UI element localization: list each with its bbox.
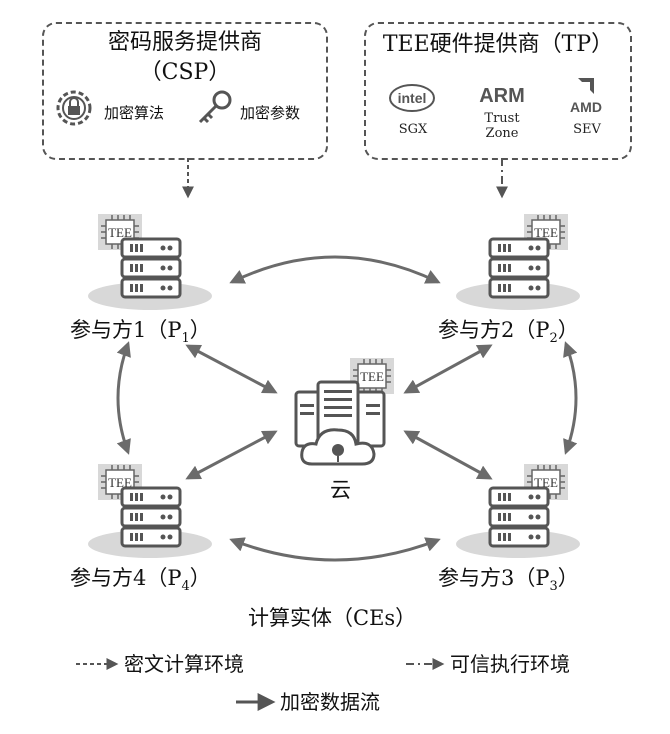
cloud-server-icon: [294, 357, 395, 466]
chip-label: TEE: [534, 475, 558, 490]
intel-logo: intel: [389, 84, 435, 112]
key-icon: [198, 90, 232, 124]
amd-logo-text: AMD: [570, 99, 602, 115]
participant-1-server: [88, 213, 212, 310]
lock-gear-icon: [56, 90, 92, 126]
vendor-name-sev: SEV: [573, 122, 601, 137]
vendor-name-sgx: SGX: [398, 122, 428, 137]
csp-item-label: 加密参数: [240, 104, 301, 122]
tp-box: [364, 22, 632, 160]
participant-3-label: 参与方3（P3）: [438, 566, 579, 595]
ce-title: 计算实体（CEs）: [248, 606, 417, 630]
data-flow-arrows: [116, 255, 578, 562]
chip-label: TEE: [108, 225, 132, 240]
csp-item-label: 加密算法: [104, 104, 165, 122]
participant-2-server: [456, 213, 580, 310]
csp-title: 密码服务提供商: [107, 30, 262, 55]
legend-cipher-env-label: 密文计算环境: [124, 652, 244, 676]
participant-2-label: 参与方2（P2）: [438, 318, 579, 347]
participant-3-server: [456, 463, 580, 558]
tp-title: TEE硬件提供商（TP）: [382, 32, 614, 57]
intel-logo-text: intel: [398, 90, 427, 106]
vendor-name-trust: Trust: [484, 111, 520, 126]
chip-label: TEE: [534, 225, 558, 240]
legend-data-flow-label: 加密数据流: [280, 690, 380, 714]
legend-trusted-env-label: 可信执行环境: [450, 652, 570, 676]
chip-label: TEE: [360, 369, 384, 384]
participant-4-server: [88, 463, 212, 558]
csp-box: [42, 22, 328, 160]
cloud-label: 云: [330, 478, 351, 502]
chip-label: TEE: [108, 475, 132, 490]
vendor-name-zone: Zone: [485, 126, 519, 141]
amd-logo: AMD: [570, 78, 602, 115]
csp-subtitle: （CSP）: [139, 60, 231, 85]
participant-4-label: 参与方4（P4）: [70, 566, 211, 595]
participant-1-label: 参与方1（P1）: [70, 318, 211, 347]
arm-logo: ARM: [479, 85, 525, 107]
